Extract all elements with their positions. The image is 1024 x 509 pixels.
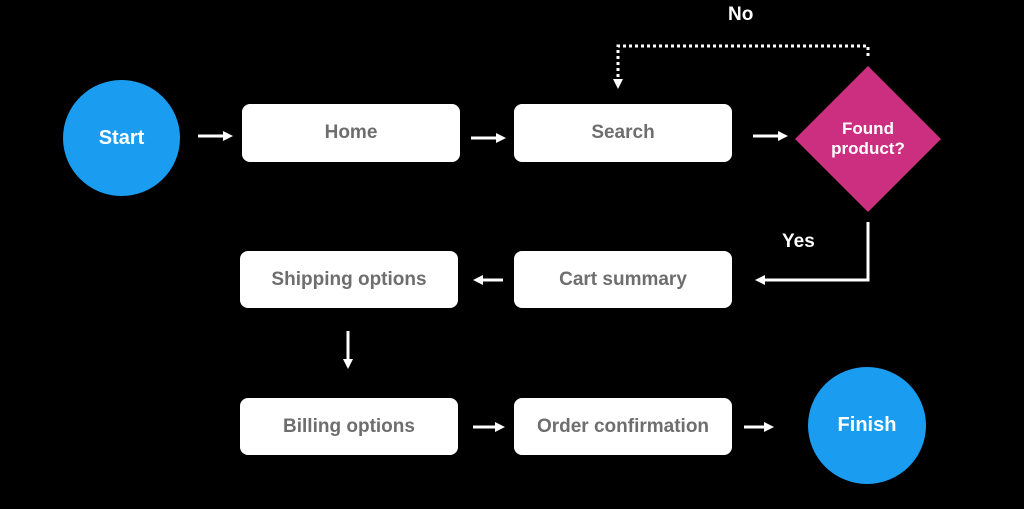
found-product-decision-node: Found product? — [795, 66, 941, 212]
home-label: Home — [324, 122, 378, 143]
home-node: Home — [242, 104, 460, 162]
decision-label-line2: product? — [831, 139, 905, 158]
edge-label-yes: Yes — [782, 231, 815, 252]
start-label: Start — [98, 126, 145, 149]
decision-diamond-shape — [795, 66, 941, 212]
finish-label: Finish — [837, 414, 897, 436]
billing-options-label: Billing options — [283, 415, 415, 437]
start-node: Start — [63, 80, 180, 196]
cart-summary-node: Cart summary — [514, 251, 732, 308]
billing-options-node: Billing options — [240, 398, 458, 455]
edge-decision-to-cart-yes — [755, 222, 870, 285]
cart-summary-label: Cart summary — [559, 268, 687, 290]
decision-label: Found product? — [795, 66, 941, 212]
edge-decision-to-search-no — [613, 44, 870, 89]
shipping-options-label: Shipping options — [271, 268, 427, 290]
decision-label-line1: Found — [842, 119, 894, 138]
search-label: Search — [591, 122, 655, 143]
finish-node: Finish — [808, 367, 926, 484]
edge-label-no: No — [728, 4, 754, 25]
search-node: Search — [514, 104, 732, 162]
order-confirmation-node: Order confirmation — [514, 398, 732, 455]
shipping-options-node: Shipping options — [240, 251, 458, 308]
order-confirmation-label: Order confirmation — [536, 415, 710, 437]
